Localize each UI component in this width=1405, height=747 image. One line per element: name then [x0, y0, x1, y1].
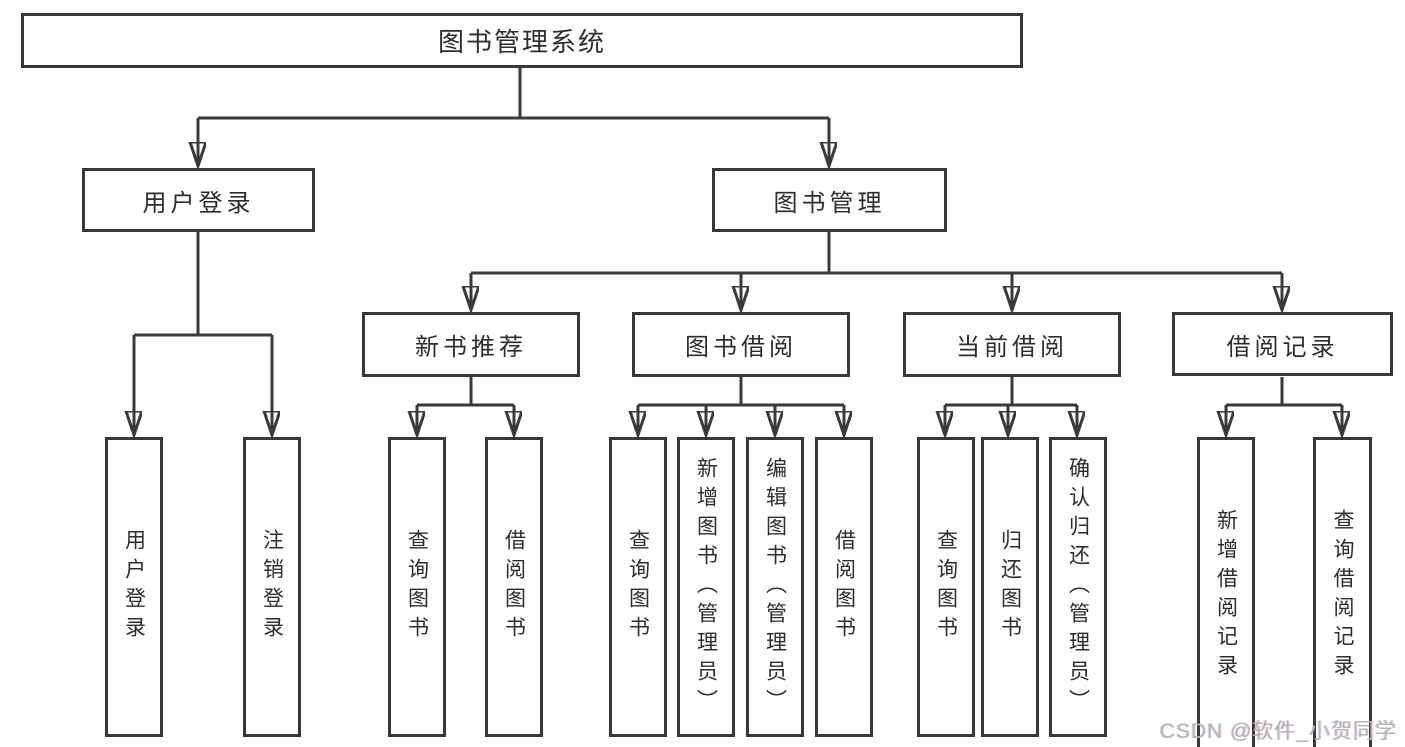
node-current-borrow-label: 当前借阅: [956, 334, 1068, 361]
leaf-add-book-admin-label: 新增图书（管理员）: [694, 456, 718, 718]
node-user-login-label: 用户登录: [142, 189, 255, 217]
node-root-label: 图书管理系统: [437, 27, 606, 57]
node-current-borrow: 当前借阅: [903, 312, 1121, 377]
leaf-logout-login: 注销登录: [243, 437, 301, 737]
csdn-watermark: CSDN @软件_小贺同学: [1159, 720, 1397, 743]
leaf-query-borrow-record: 查询借阅记录: [1313, 437, 1372, 747]
leaf-borrow-book-label: 借阅图书: [832, 529, 856, 645]
connector-current-borrow-split: [945, 377, 1077, 407]
leaf-confirm-return-admin: 确认归还（管理员）: [1049, 437, 1107, 737]
leaf-query-book-current-label: 查询图书: [934, 529, 958, 645]
leaf-query-book-borrow: 查询图书: [609, 437, 667, 737]
leaf-logout-login-label: 注销登录: [260, 529, 284, 645]
leaf-query-book-borrow-label: 查询图书: [626, 529, 650, 645]
leaf-borrow-book-recommend-label: 借阅图书: [502, 529, 526, 645]
node-book-management: 图书管理: [712, 168, 947, 232]
leaf-borrow-book-recommend: 借阅图书: [485, 437, 543, 737]
leaf-confirm-return-admin-label: 确认归还（管理员）: [1066, 456, 1090, 718]
leaf-edit-book-admin-label: 编辑图书（管理员）: [763, 456, 787, 718]
connector-root-split: [198, 68, 829, 120]
connector-book-borrow-split: [638, 377, 844, 407]
leaf-query-book-current: 查询图书: [917, 437, 975, 737]
leaf-add-borrow-record: 新增借阅记录: [1197, 437, 1255, 747]
connector-borrow-records-split: [1226, 377, 1342, 407]
leaf-user-login-label: 用户登录: [122, 529, 146, 645]
connector-user-login-split: [134, 232, 272, 337]
arrow-connectors: [134, 118, 1342, 435]
node-book-borrow: 图书借阅: [632, 312, 850, 377]
leaf-return-book-label: 归还图书: [998, 529, 1022, 645]
leaf-user-login: 用户登录: [105, 437, 163, 737]
node-book-borrow-label: 图书借阅: [685, 334, 797, 361]
connector-new-book-split: [417, 377, 514, 407]
node-book-management-label: 图书管理: [773, 189, 886, 217]
node-borrow-records-label: 借阅记录: [1226, 333, 1339, 361]
leaf-add-book-admin: 新增图书（管理员）: [677, 437, 735, 737]
node-new-book-recommend-label: 新书推荐: [415, 334, 527, 361]
leaf-add-borrow-record-label: 新增借阅记录: [1214, 509, 1238, 683]
leaf-return-book: 归还图书: [981, 437, 1039, 737]
leaf-edit-book-admin: 编辑图书（管理员）: [746, 437, 804, 737]
connector-book-management-split: [471, 232, 1282, 275]
leaf-query-book-recommend: 查询图书: [388, 437, 446, 737]
node-new-book-recommend: 新书推荐: [362, 312, 580, 377]
leaf-borrow-book: 借阅图书: [815, 437, 873, 737]
node-borrow-records: 借阅记录: [1172, 312, 1393, 376]
node-user-login: 用户登录: [82, 168, 315, 232]
leaf-query-borrow-record-label: 查询借阅记录: [1331, 509, 1354, 683]
node-root: 图书管理系统: [21, 13, 1023, 68]
leaf-query-book-recommend-label: 查询图书: [405, 529, 429, 645]
